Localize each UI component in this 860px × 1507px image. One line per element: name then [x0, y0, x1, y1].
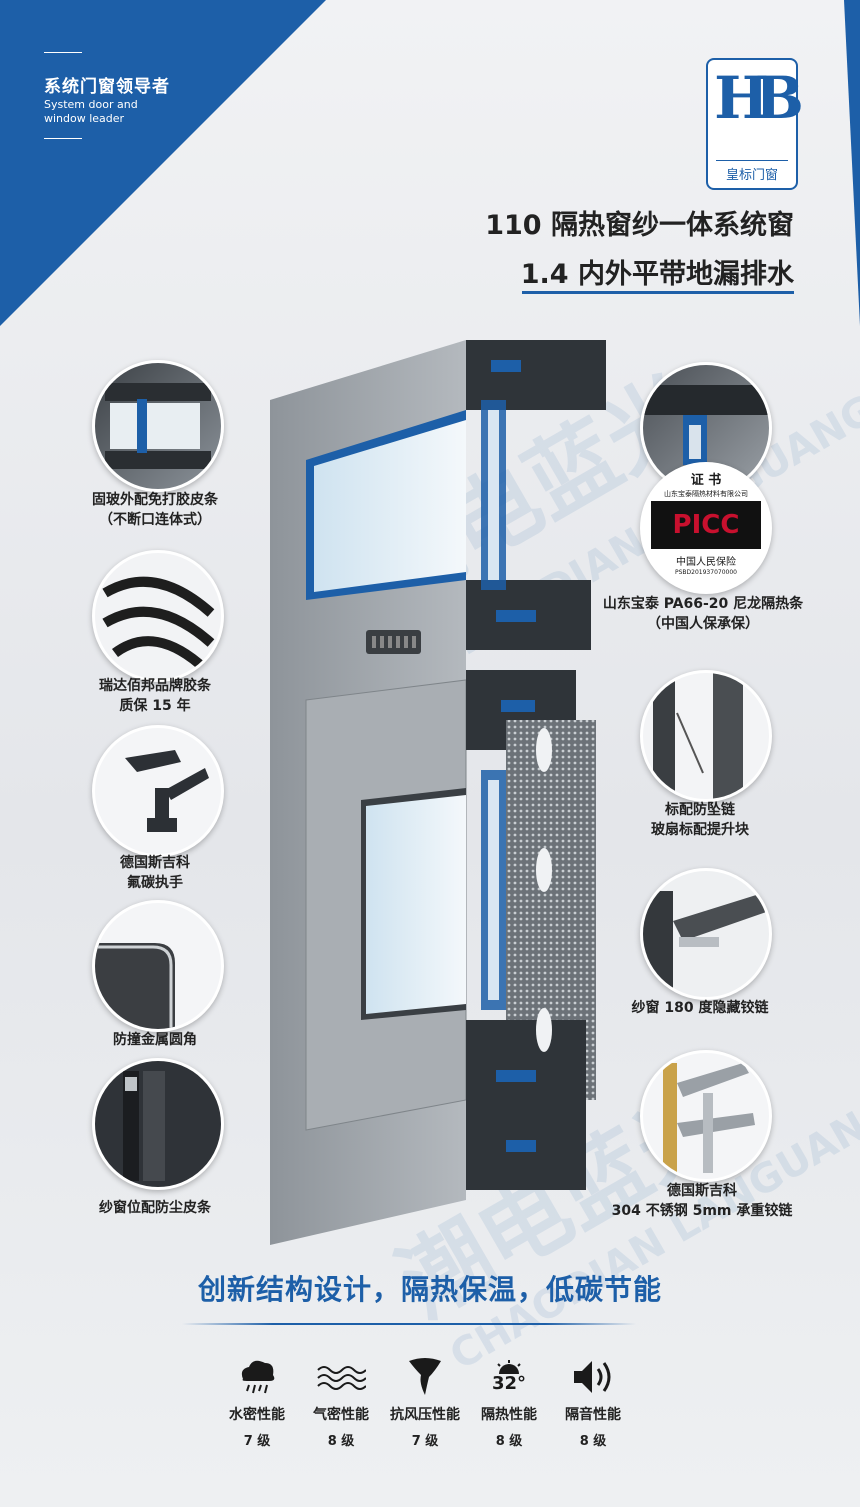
- performance-wind: 抗风压性能 7 级: [380, 1352, 470, 1449]
- product-title-line1: 110 隔热窗纱一体系统窗: [485, 210, 794, 241]
- certificate-insurer: 中国人民保险: [676, 557, 736, 568]
- anti-fall-chain-icon: [653, 673, 743, 799]
- feature-image-hidden-hinge: [640, 868, 772, 1000]
- corner-triangle-left: [0, 0, 326, 326]
- certificate-company: 山东宝泰隔热材料有限公司: [664, 490, 748, 498]
- feature-caption-line2: 玻扇标配提升块: [651, 822, 749, 838]
- performance-grade: 7 级: [411, 1434, 439, 1449]
- brand-logo: HB 皇标门窗: [706, 58, 804, 190]
- title-underline: [522, 291, 794, 294]
- feature-caption-steel-hinge: 德国斯吉科 304 不锈钢 5mm 承重铰链: [592, 1181, 812, 1221]
- thermal-icon-text: 32°: [491, 1373, 527, 1394]
- logo-text: 皇标门窗: [725, 168, 778, 183]
- headline-rule: [182, 1323, 636, 1325]
- feature-image-steel-hinge: [640, 1050, 772, 1182]
- tornado-icon: [380, 1352, 470, 1402]
- feature-image-glass-gasket: [92, 360, 224, 492]
- certificate-title: 证 书: [690, 473, 722, 488]
- feature-caption-line2: 304 不锈钢 5mm 承重铰链: [611, 1203, 793, 1219]
- feature-image-anti-fall: [640, 670, 772, 802]
- feature-caption-line2: （不断口连体式）: [99, 512, 211, 528]
- feature-caption-line2: 氟碳执手: [127, 875, 183, 891]
- feature-caption-glass-gasket: 固玻外配免打胶皮条 （不断口连体式）: [80, 490, 230, 530]
- picc-logo: PICC: [651, 501, 761, 549]
- feature-caption-hidden-hinge: 纱窗 180 度隐藏铰链: [610, 998, 790, 1018]
- dust-strip-icon: [123, 1071, 165, 1181]
- feature-caption-line1: 纱窗 180 度隐藏铰链: [631, 1000, 769, 1016]
- feature-image-rubber-strip: [92, 550, 224, 682]
- feature-caption-line1: 山东宝泰 PA66-20 尼龙隔热条: [602, 596, 804, 612]
- sun-temperature-icon: 32°: [464, 1352, 554, 1402]
- handle-icon: [125, 750, 209, 832]
- rubber-strip-icon: [102, 576, 215, 673]
- thermal-strip-icon: [643, 385, 769, 465]
- performance-name: 隔热性能: [481, 1407, 537, 1423]
- feature-image-handle: [92, 725, 224, 857]
- logo-divider: [716, 160, 788, 161]
- feature-caption-thermal-strip: 山东宝泰 PA66-20 尼龙隔热条 （中国人保承保）: [588, 594, 818, 634]
- headline: 创新结构设计，隔热保温，低碳节能: [197, 1273, 662, 1306]
- product-title-line2: 1.4 内外平带地漏排水: [520, 259, 794, 290]
- performance-water: 水密性能 7 级: [212, 1352, 302, 1449]
- feature-caption-line1: 德国斯吉科: [667, 1183, 737, 1199]
- metal-corner-icon: [95, 943, 175, 1029]
- air-waves-icon: [296, 1352, 386, 1402]
- performance-name: 气密性能: [313, 1407, 369, 1423]
- hidden-hinge-icon: [643, 891, 769, 997]
- logo-mark: HB: [714, 64, 804, 132]
- performance-thermal: 32° 隔热性能 8 级: [464, 1352, 554, 1449]
- slogan-rule-top: [44, 52, 82, 53]
- feature-caption-line1: 纱窗位配防尘皮条: [99, 1200, 211, 1216]
- slogan-en: System door and window leader: [44, 98, 138, 125]
- feature-caption-line1: 固玻外配免打胶皮条: [92, 492, 218, 508]
- performance-grade: 8 级: [327, 1434, 355, 1449]
- feature-image-dust-strip: [92, 1058, 224, 1190]
- feature-caption-line1: 瑞达佰邦品牌胶条: [99, 678, 211, 694]
- corner-triangle-right: [844, 0, 860, 326]
- performance-grade: 8 级: [579, 1434, 607, 1449]
- feature-caption-metal-corner: 防撞金属圆角: [80, 1030, 230, 1050]
- feature-caption-line1: 标配防坠链: [665, 802, 735, 818]
- feature-caption-handle: 德国斯吉科 氟碳执手: [80, 853, 230, 893]
- window-cross-section: [270, 340, 606, 1245]
- frame-profile-icon: [105, 383, 211, 469]
- rain-cloud-icon: [212, 1352, 302, 1402]
- feature-caption-line1: 防撞金属圆角: [113, 1032, 197, 1048]
- slogan-rule-bottom: [44, 138, 82, 139]
- feature-caption-rubber-strip: 瑞达佰邦品牌胶条 质保 15 年: [80, 676, 230, 716]
- performance-grade: 7 级: [243, 1434, 271, 1449]
- feature-caption-anti-fall: 标配防坠链 玻扇标配提升块: [610, 800, 790, 840]
- certificate-badge: 证 书 山东宝泰隔热材料有限公司 PICC 中国人民保险 PSBD2019370…: [640, 462, 772, 594]
- performance-grade: 8 级: [495, 1434, 523, 1449]
- feature-caption-line1: 德国斯吉科: [120, 855, 190, 871]
- performance-sound: 隔音性能 8 级: [548, 1352, 638, 1449]
- slogan-cn: 系统门窗领导者: [44, 77, 170, 97]
- performance-name: 水密性能: [229, 1407, 285, 1423]
- performance-name: 隔音性能: [565, 1407, 621, 1423]
- performance-name: 抗风压性能: [390, 1407, 460, 1423]
- performance-air: 气密性能 8 级: [296, 1352, 386, 1449]
- feature-caption-line2: 质保 15 年: [119, 698, 191, 714]
- steel-hinge-icon: [663, 1063, 755, 1173]
- speaker-icon: [548, 1352, 638, 1402]
- certificate-serial: PSBD201937070000: [675, 569, 737, 576]
- feature-caption-line2: （中国人保承保）: [647, 616, 759, 632]
- feature-image-metal-corner: [92, 900, 224, 1032]
- feature-caption-dust-strip: 纱窗位配防尘皮条: [80, 1198, 230, 1218]
